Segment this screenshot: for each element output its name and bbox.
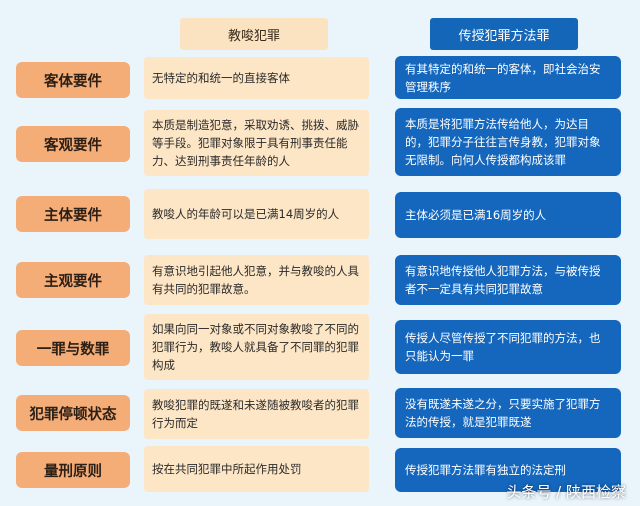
abetting-cell: 如果向同一对象或不同对象教唆了不同的犯罪行为，教唆人就具备了不同罪的犯罪构成 bbox=[144, 314, 369, 380]
teaching-cell: 传授犯罪方法罪有独立的法定刑 bbox=[395, 448, 621, 492]
row-label: 主观要件 bbox=[16, 262, 130, 298]
teaching-cell: 主体必须是已满16周岁的人 bbox=[395, 192, 621, 238]
header-teaching-crime-methods: 传授犯罪方法罪 bbox=[430, 18, 578, 50]
abetting-cell: 教唆犯罪的既遂和未遂随被教唆者的犯罪行为而定 bbox=[144, 389, 369, 439]
row-label: 量刑原则 bbox=[16, 452, 130, 488]
abetting-cell: 有意识地引起他人犯意，并与教唆的人具有共同的犯罪故意。 bbox=[144, 255, 369, 305]
abetting-cell: 教唆人的年龄可以是已满14周岁的人 bbox=[144, 189, 369, 239]
teaching-cell: 本质是将犯罪方法传给他人，为达目的，犯罪分子往往言传身教，犯罪对象无限制。向何人… bbox=[395, 108, 621, 176]
teaching-cell: 传授人尽管传授了不同犯罪的方法，也只能认为一罪 bbox=[395, 320, 621, 374]
teaching-cell: 有其特定的和统一的客体，即社会治安管理秩序 bbox=[395, 56, 621, 99]
abetting-cell: 本质是制造犯意，采取劝诱、挑拨、威胁等手段。犯罪对象限于具有刑事责任能力、达到刑… bbox=[144, 110, 369, 176]
teaching-cell: 有意识地传授他人犯罪方法，与被传授者不一定具有共同犯罪故意 bbox=[395, 255, 621, 305]
teaching-cell: 没有既遂未遂之分，只要实施了犯罪方法的传授，就是犯罪既遂 bbox=[395, 388, 621, 438]
source-watermark: 头条号 / 陕西检察 bbox=[506, 483, 626, 501]
row-label: 一罪与数罪 bbox=[16, 330, 130, 366]
row-label: 主体要件 bbox=[16, 196, 130, 232]
row-label: 犯罪停顿状态 bbox=[16, 395, 130, 431]
header-abetting-crime: 教唆犯罪 bbox=[180, 18, 328, 50]
abetting-cell: 无特定的和统一的直接客体 bbox=[144, 57, 369, 99]
abetting-cell: 按在共同犯罪中所起作用处罚 bbox=[144, 446, 369, 492]
row-label: 客体要件 bbox=[16, 62, 130, 98]
row-label: 客观要件 bbox=[16, 126, 130, 162]
